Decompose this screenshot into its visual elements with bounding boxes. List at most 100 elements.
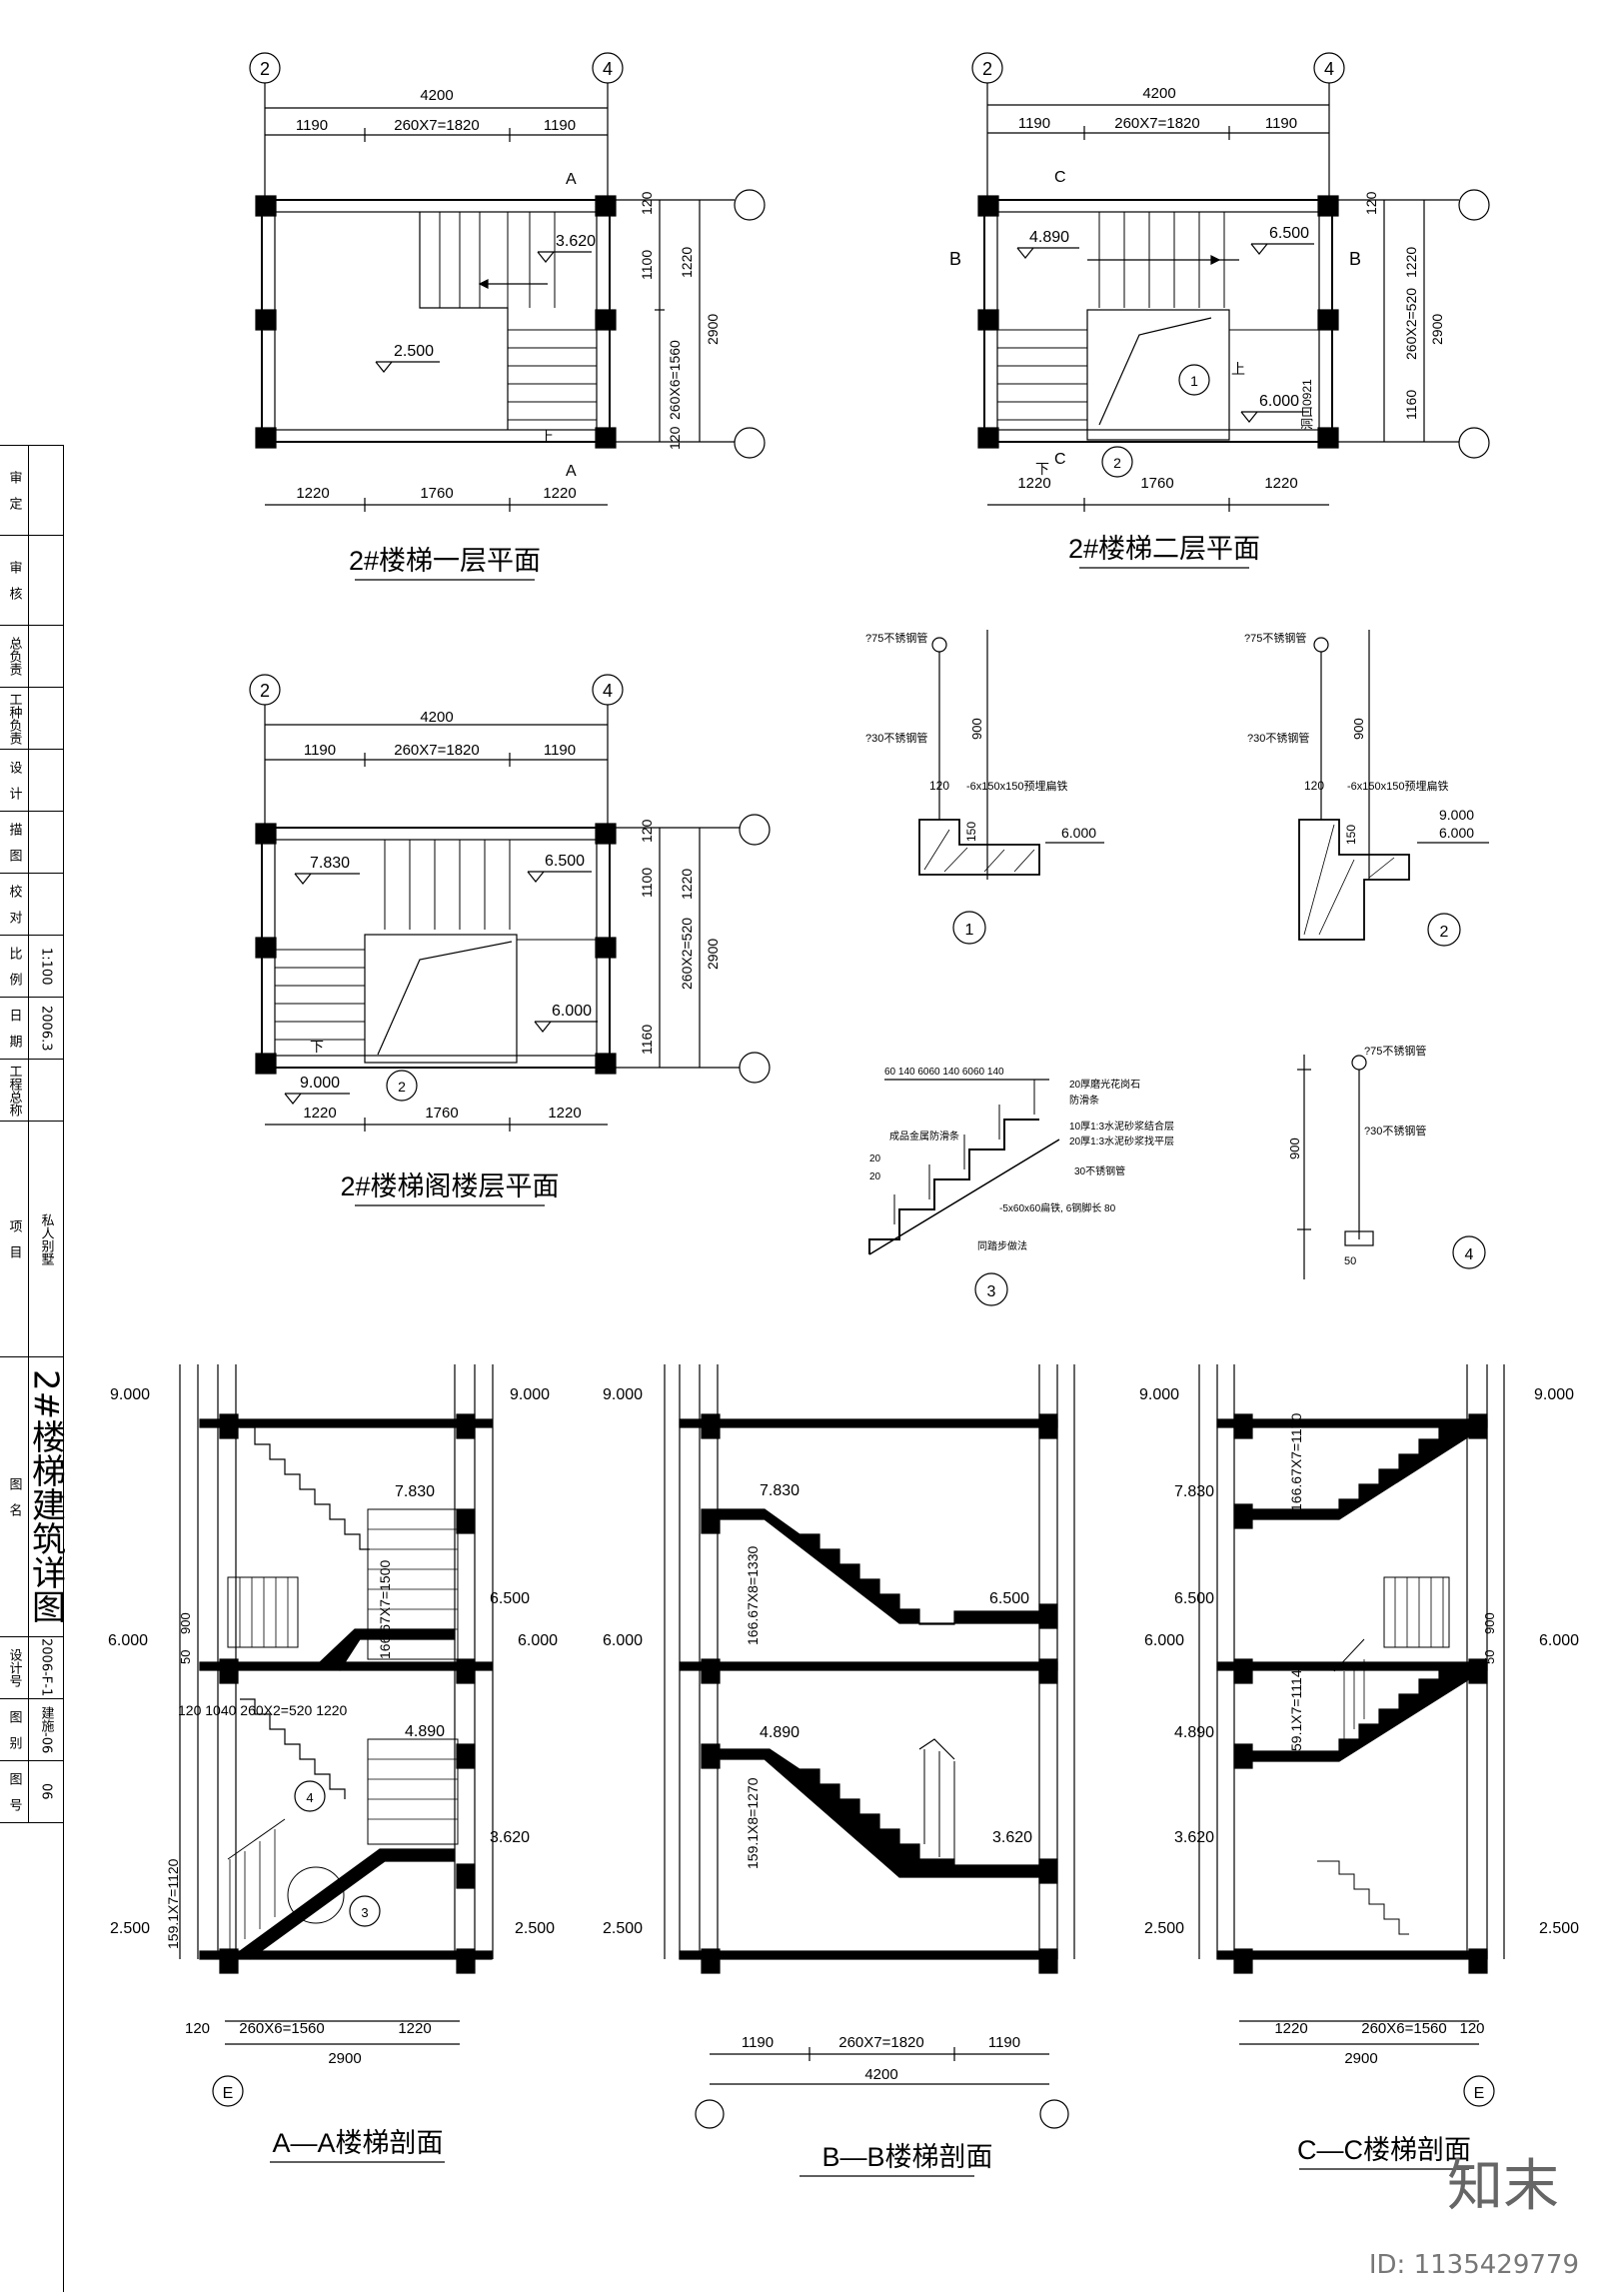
- title-block-row: 总负责: [0, 626, 64, 688]
- elevation: 2.500: [515, 1920, 555, 1937]
- title-block-value: [28, 812, 64, 873]
- detail-note: -6x150x150预埋扁铁: [966, 780, 1068, 793]
- dim-side: 1220: [679, 869, 695, 900]
- dim-side: 260X6=1560: [667, 340, 683, 420]
- elevation: 2.500: [394, 343, 434, 360]
- dim-side: 1160: [639, 1025, 655, 1055]
- detail-dim: 120: [929, 779, 949, 793]
- elevation: 9.000: [1534, 1386, 1574, 1403]
- dim-total: 4200: [420, 87, 453, 104]
- plan-title: 2#楼梯一层平面: [349, 546, 541, 576]
- section-cut: A: [566, 463, 577, 480]
- dim-riser: 166.67X8=1330: [745, 1546, 761, 1645]
- title-block-value: 2#楼梯建筑详图: [25, 1369, 66, 1624]
- title-block-label: 日 期: [0, 998, 29, 1059]
- detail-dim: 900: [1351, 718, 1366, 740]
- title-block-value: [28, 1060, 64, 1121]
- opening-note: 洞口0921: [1300, 379, 1314, 430]
- detail-2: ?75不锈钢管 ?30不锈钢管 900 120 -6x150x150预埋扁铁 1…: [1244, 630, 1489, 947]
- dim-bottom: 1220: [1274, 2020, 1307, 2037]
- title-block-label: 图 号: [0, 1761, 29, 1822]
- detail-note: ?30不锈钢管: [1247, 731, 1309, 745]
- detail-3: 60 140 6060 140 6060 140 20厚磨光花岗石 防滑条 10…: [868, 1067, 1174, 1306]
- title-block-value: 建施-06: [38, 1705, 54, 1754]
- title-block-row: 描 图: [0, 812, 64, 874]
- elevation: 6.000: [552, 1003, 592, 1020]
- title-block-label: 总负责: [0, 626, 29, 687]
- detail-number: 4: [1465, 1246, 1474, 1263]
- axis-label: E: [1474, 2085, 1485, 2102]
- dim-a: 1190: [296, 117, 328, 134]
- dim-bottom-b: 1760: [420, 485, 453, 502]
- section-cut: B: [949, 249, 961, 269]
- dim-total: 4200: [1142, 85, 1175, 102]
- elevation: 9.000: [110, 1386, 150, 1403]
- detail-ref: 4: [306, 1790, 313, 1805]
- section-title: C—C楼梯剖面: [1297, 2135, 1471, 2165]
- dim-bottom: 260X6=1560: [1361, 2020, 1447, 2037]
- axis-label: 4: [603, 681, 613, 701]
- dim-bottom: 2900: [1344, 2050, 1377, 2067]
- detail-note: ?30不锈钢管: [1364, 1124, 1426, 1138]
- dim-b: 260X7=1820: [1114, 115, 1200, 132]
- dim-rail: 900: [178, 1612, 193, 1634]
- detail-note: 同踏步做法: [977, 1239, 1027, 1252]
- plan-title: 2#楼梯阁楼层平面: [340, 1171, 559, 1201]
- elevation: 4.890: [1174, 1724, 1214, 1741]
- dim-c: 1190: [544, 117, 576, 134]
- elevation: 6.000: [603, 1632, 643, 1649]
- section-cut: C: [1054, 169, 1066, 186]
- elevation: 3.620: [490, 1829, 530, 1846]
- dim-bottom-b: 1760: [1140, 475, 1173, 492]
- title-block-row: 工程总称: [0, 1060, 64, 1122]
- detail-dim: 20: [869, 1153, 881, 1164]
- up-label: 上: [1231, 361, 1245, 377]
- dim-b: 260X7=1820: [394, 117, 480, 134]
- detail-note: -5x60x60扁铁, 6钢脚长 80: [999, 1201, 1116, 1214]
- detail-1: ?75不锈钢管 ?30不锈钢管 900 120 -6x150x150预埋扁铁 1…: [865, 630, 1104, 945]
- plan-first-floor: 2 4 4200 1190 260X7=1820 1190 3.620 2.50…: [249, 52, 766, 581]
- detail-number: 3: [987, 1283, 996, 1300]
- dim-side: 1100: [639, 250, 655, 280]
- title-block-value: [28, 874, 64, 935]
- detail-ref: 2: [1113, 455, 1121, 471]
- elevation: 9.000: [603, 1386, 643, 1403]
- plan-second-floor: 2 4 4200 1190 260X7=1820 1190 4.890 6.50…: [949, 52, 1490, 569]
- elevation: 2.500: [110, 1920, 150, 1937]
- detail-note: 成品金属防滑条: [889, 1130, 959, 1143]
- axis-label: 2: [982, 59, 992, 79]
- dim-side: 2900: [705, 314, 721, 345]
- detail-note: -6x150x150预埋扁铁: [1347, 780, 1449, 793]
- dim-bottom: 1190: [988, 2034, 1020, 2051]
- dim-tread: 120 1040 260X2=520 1220: [178, 1702, 348, 1718]
- dim-bottom: 4200: [864, 2066, 897, 2083]
- dim-side: 2900: [705, 939, 721, 970]
- title-block-label: 设计号: [0, 1637, 29, 1698]
- elevation: 9.000: [1139, 1386, 1179, 1403]
- title-block-label: 设 计: [0, 750, 29, 811]
- title-block-value: 私人别墅: [38, 1212, 54, 1265]
- elevation: 2.500: [603, 1920, 643, 1937]
- section-cut: C: [1054, 451, 1066, 468]
- elevation: 6.500: [545, 853, 585, 870]
- plan-attic: 2 4 4200 1190 260X7=1820 1190 7.830 6.50…: [249, 674, 771, 1206]
- axis-label: 2: [260, 681, 270, 701]
- elevation: 4.890: [405, 1723, 445, 1740]
- detail-dim: 900: [969, 718, 984, 740]
- detail-note: 20厚1:3水泥砂浆找平层: [1069, 1135, 1174, 1148]
- elevation: 9.000: [300, 1075, 340, 1092]
- detail-note: ?75不锈钢管: [865, 631, 927, 645]
- elevation: 9.000: [510, 1386, 550, 1403]
- elevation: 4.890: [760, 1724, 800, 1741]
- elevation: 4.890: [1029, 229, 1069, 246]
- section-title: A—A楼梯剖面: [272, 2128, 443, 2158]
- dim-side: 120: [667, 426, 683, 450]
- dim-c: 1190: [1265, 115, 1297, 132]
- axis-label: 2: [260, 59, 270, 79]
- elevation: 7.830: [760, 1482, 800, 1499]
